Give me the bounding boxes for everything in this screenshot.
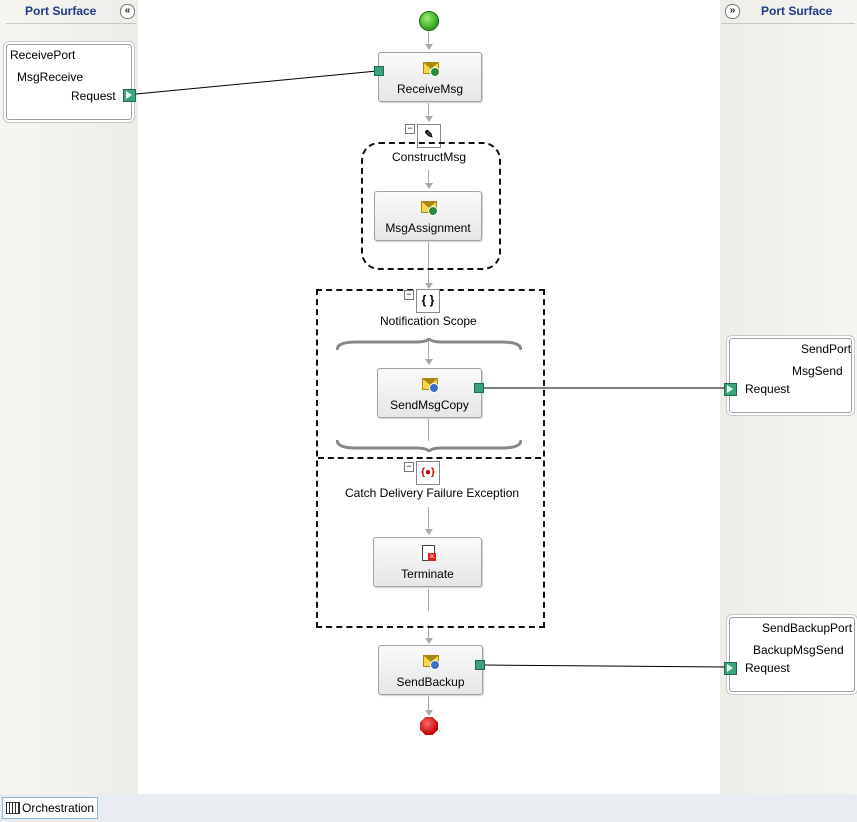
receive-port[interactable]: ReceivePort MsgReceive Request: [6, 44, 136, 120]
msg-assignment-shape[interactable]: MsgAssignment: [374, 191, 482, 241]
msg-assignment-label: MsgAssignment: [385, 221, 471, 235]
scope-catch-divider: [318, 457, 541, 459]
scope-collapse-button[interactable]: −: [404, 290, 414, 300]
backup-port-name: SendBackupPort: [762, 621, 853, 635]
send-port-operation[interactable]: MsgSend: [792, 364, 843, 378]
send-backup-port[interactable]: SendBackupPort BackupMsgSend Request: [724, 617, 855, 692]
send-backup-envelope-icon: [422, 652, 440, 670]
send-msg-copy-shape[interactable]: SendMsgCopy: [377, 368, 482, 418]
right-surface-title: Port Surface: [761, 4, 833, 18]
left-port-surface: Port Surface «: [0, 0, 138, 794]
notification-scope-label: Notification Scope: [380, 314, 477, 328]
catch-exception-icon: {●}: [416, 461, 440, 485]
left-surface-divider: [6, 23, 136, 24]
send-port-message[interactable]: Request: [745, 382, 790, 396]
construct-collapse-button[interactable]: −: [405, 124, 415, 134]
left-surface-title: Port Surface: [25, 4, 97, 18]
send-msg-copy-label: SendMsgCopy: [390, 398, 469, 412]
receive-port-name: ReceivePort: [10, 48, 76, 62]
receive-msg-port-connector[interactable]: [374, 66, 384, 76]
receive-port-operation[interactable]: MsgReceive: [17, 70, 84, 84]
right-surface-divider: [722, 23, 855, 24]
collapse-left-surface-button[interactable]: «: [120, 4, 135, 19]
backup-port-connector-icon[interactable]: [724, 662, 737, 675]
send-port-name: SendPort: [801, 342, 852, 356]
scope-top-brace: [336, 338, 522, 351]
start-shape-icon[interactable]: [419, 11, 439, 31]
terminate-icon: ×: [420, 544, 436, 561]
tab-orchestration[interactable]: Orchestration: [2, 797, 98, 819]
send-copy-envelope-icon: [421, 375, 439, 393]
tab-orchestration-label: Orchestration: [22, 801, 95, 815]
assignment-envelope-icon: [420, 198, 438, 216]
receive-envelope-icon: [422, 59, 440, 77]
construct-msg-container[interactable]: [361, 142, 501, 270]
port-binding-lines: [135, 70, 725, 668]
construct-message-icon: ✎: [417, 124, 441, 148]
send-backup-port-connector[interactable]: [475, 660, 485, 670]
send-port[interactable]: SendPort MsgSend Request: [724, 338, 852, 413]
receive-msg-shape[interactable]: ReceiveMsg: [378, 52, 482, 102]
catch-collapse-button[interactable]: −: [404, 462, 414, 472]
send-port-connector-icon[interactable]: [724, 383, 737, 396]
collapse-right-surface-button[interactable]: »: [725, 4, 740, 19]
scope-bottom-brace: [336, 439, 522, 452]
backup-port-message[interactable]: Request: [745, 661, 790, 675]
receive-port-message[interactable]: Request: [71, 89, 116, 103]
scope-braces-icon: { }: [416, 289, 440, 313]
terminate-shape[interactable]: × Terminate: [373, 537, 482, 587]
send-backup-label: SendBackup: [396, 675, 465, 689]
end-shape-icon[interactable]: [420, 717, 438, 735]
send-msg-copy-port-connector[interactable]: [474, 383, 484, 393]
catch-block-label: Catch Delivery Failure Exception: [345, 486, 520, 500]
backup-port-operation[interactable]: BackupMsgSend: [753, 643, 844, 657]
receive-port-connector-icon[interactable]: [123, 89, 136, 102]
orchestration-grid-icon: [6, 802, 20, 814]
receive-msg-label: ReceiveMsg: [396, 82, 464, 96]
construct-msg-label: ConstructMsg: [392, 150, 467, 164]
send-backup-shape[interactable]: SendBackup: [378, 645, 483, 695]
bottom-tab-bar: Orchestration: [0, 794, 857, 822]
terminate-label: Terminate: [401, 567, 454, 581]
